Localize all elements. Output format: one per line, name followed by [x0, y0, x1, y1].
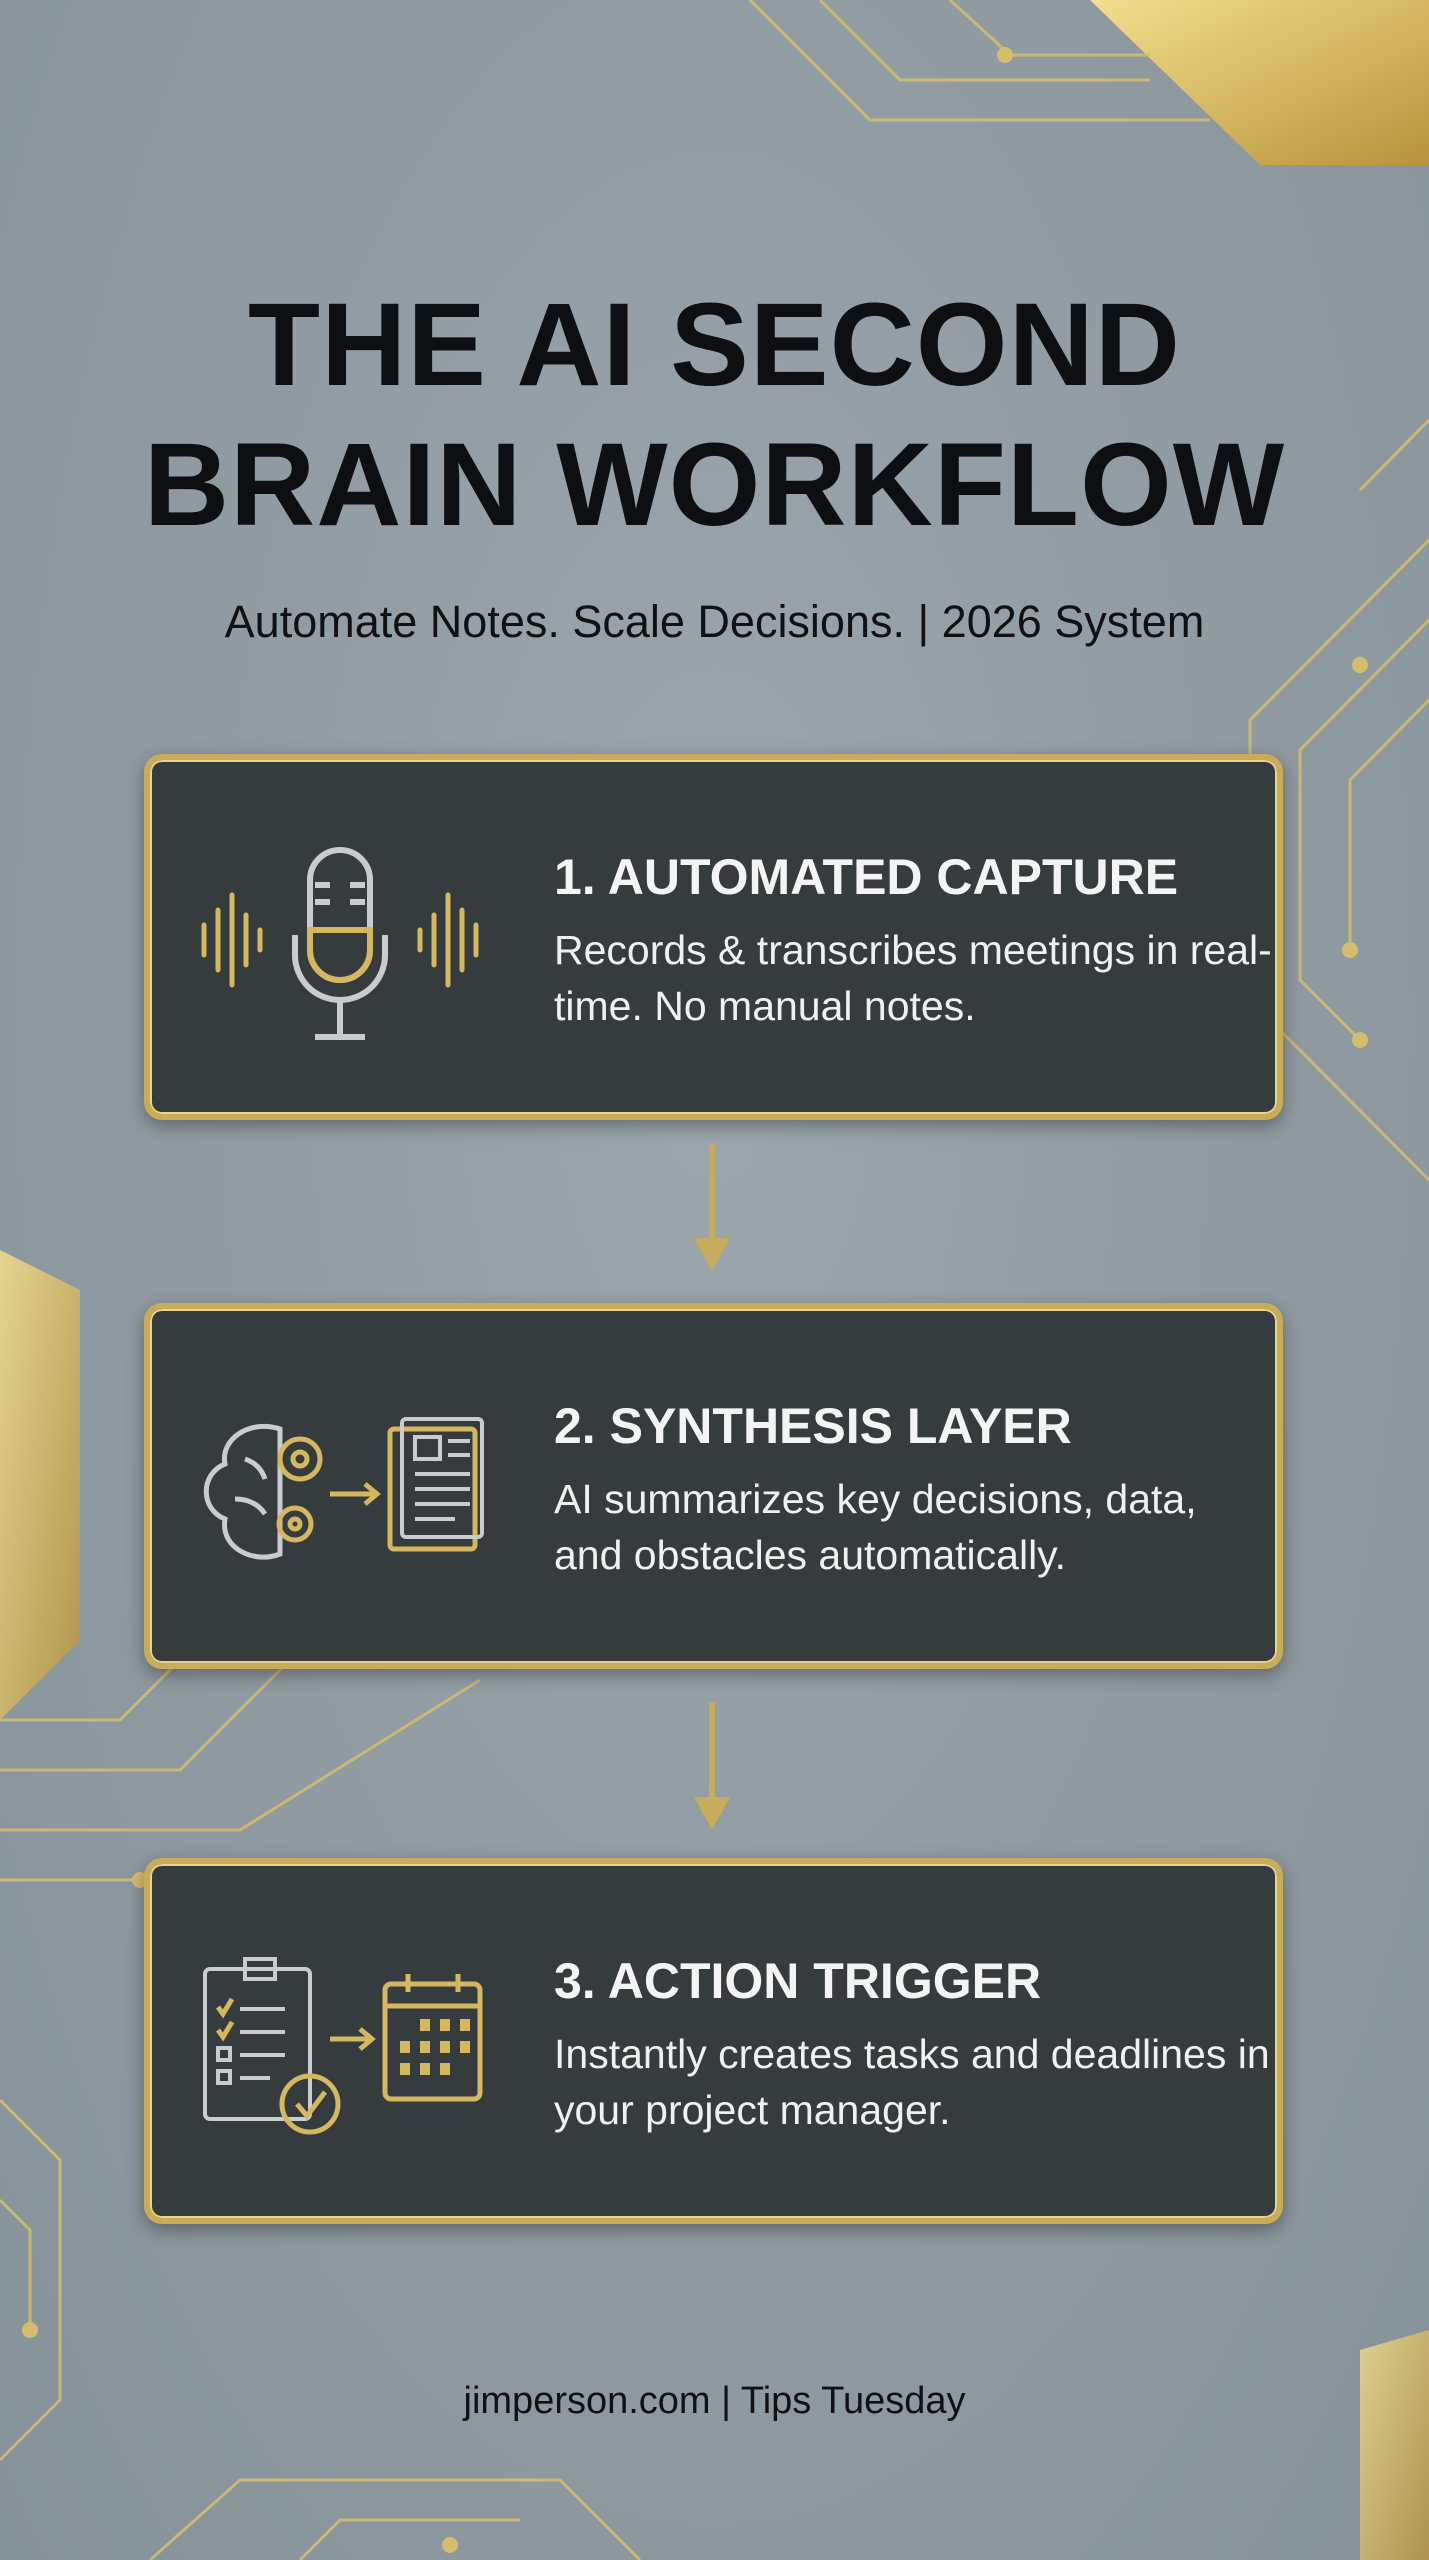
footer-credit: jimperson.com | Tips Tuesday — [463, 2380, 966, 2422]
step-card-action: 3. ACTION TRIGGER Instantly creates task… — [144, 1858, 1283, 2224]
gold-edge-bottom-right — [1360, 2330, 1429, 2560]
title-line-2: BRAIN WORKFLOW — [143, 419, 1286, 551]
page-title: THE AI SECOND BRAIN WORKFLOW — [0, 275, 1429, 555]
step-card-synthesis: 2. SYNTHESIS LAYER AI summarizes key dec… — [144, 1303, 1283, 1669]
step-description: AI summarizes key decisions, data, and o… — [554, 1476, 1197, 1578]
step-heading: 3. ACTION TRIGGER — [554, 1953, 1042, 2009]
subtitle: Automate Notes. Scale Decisions. | 2026 … — [224, 596, 1205, 647]
down-arrow-icon — [694, 1702, 730, 1830]
gold-edge-left — [0, 1250, 80, 1720]
microphone-soundwave-icon — [201, 847, 479, 1040]
brain-gears-to-document-icon — [203, 1417, 484, 1560]
gold-corner-top — [1090, 0, 1429, 165]
step-card-capture: 1. AUTOMATED CAPTURE Records & transcrib… — [144, 754, 1283, 1120]
step-description: Records & transcribes meetings in real-t… — [554, 927, 1272, 1029]
step-heading: 1. AUTOMATED CAPTURE — [554, 849, 1179, 905]
step-heading: 2. SYNTHESIS LAYER — [554, 1398, 1072, 1454]
step-description: Instantly creates tasks and deadlines in… — [554, 2031, 1270, 2133]
checklist-to-calendar-icon — [203, 1957, 483, 2135]
down-arrow-icon — [694, 1143, 730, 1271]
title-line-1: THE AI SECOND — [247, 279, 1182, 411]
